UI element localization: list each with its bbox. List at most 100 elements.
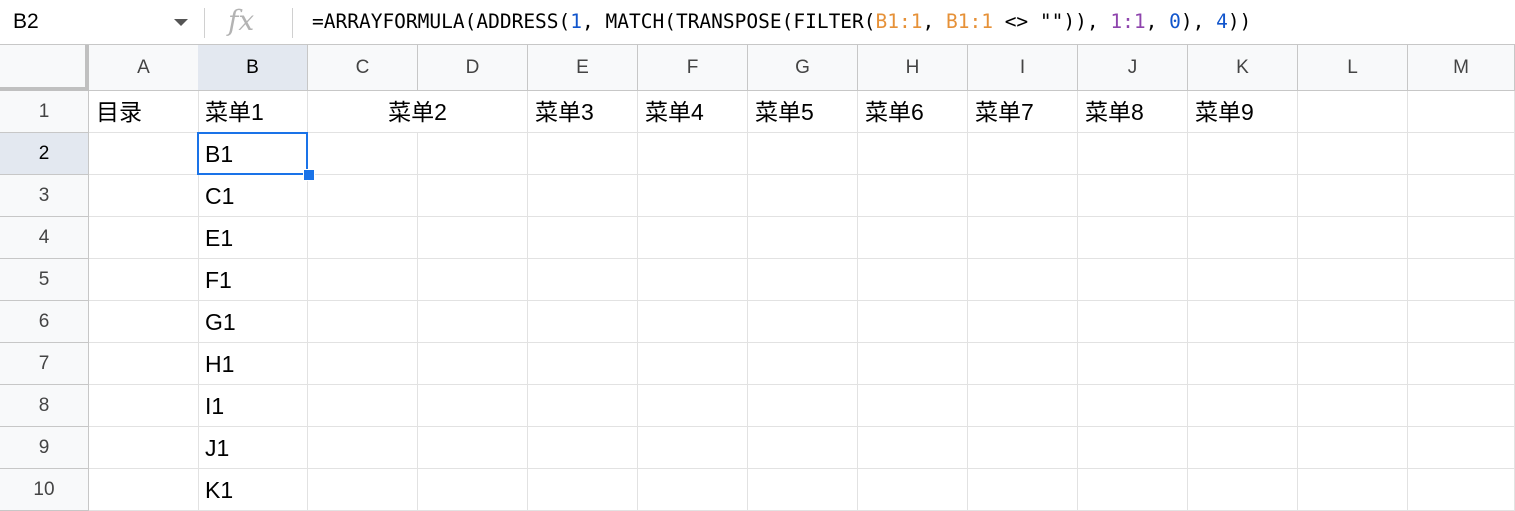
cell-i10[interactable] [968,469,1078,511]
row-header-6[interactable]: 6 [0,301,89,343]
cell-j8[interactable] [1078,385,1188,427]
cell-h8[interactable] [858,385,968,427]
cell-l3[interactable] [1298,175,1408,217]
cell-a5[interactable] [89,259,199,301]
cell-c4[interactable] [308,217,418,259]
cell-f6[interactable] [638,301,748,343]
cell-g5[interactable] [748,259,858,301]
cell-j5[interactable] [1078,259,1188,301]
column-header-f[interactable]: F [638,45,748,91]
cell-k5[interactable] [1188,259,1298,301]
row-header-10[interactable]: 10 [0,469,89,511]
row-header-4[interactable]: 4 [0,217,89,259]
cell-g10[interactable] [748,469,858,511]
cell-f8[interactable] [638,385,748,427]
cell-l5[interactable] [1298,259,1408,301]
cell-c9[interactable] [308,427,418,469]
column-header-a[interactable]: A [89,45,199,91]
column-header-k[interactable]: K [1188,45,1298,91]
cell-a7[interactable] [89,343,199,385]
cell-k10[interactable] [1188,469,1298,511]
cell-i7[interactable] [968,343,1078,385]
cell-i5[interactable] [968,259,1078,301]
cell-e3[interactable] [528,175,638,217]
cell-k4[interactable] [1188,217,1298,259]
cell-b9-text[interactable]: J1 [198,427,308,469]
cell-e2[interactable] [528,133,638,175]
cell-i8[interactable] [968,385,1078,427]
fill-handle[interactable] [303,169,315,181]
cell-f4[interactable] [638,217,748,259]
column-header-d[interactable]: D [418,45,528,91]
row-header-3[interactable]: 3 [0,175,89,217]
row-header-1[interactable]: 1 [0,91,89,133]
cell-i9[interactable] [968,427,1078,469]
cell-d8[interactable] [418,385,528,427]
cell-j9[interactable] [1078,427,1188,469]
cell-d7[interactable] [418,343,528,385]
cell-b8-text[interactable]: I1 [198,385,308,427]
cell-e5[interactable] [528,259,638,301]
row-header-9[interactable]: 9 [0,427,89,469]
cell-c7[interactable] [308,343,418,385]
column-header-j[interactable]: J [1078,45,1188,91]
name-box[interactable]: B2 [0,0,200,44]
cell-c1-merged[interactable]: 菜单2 [308,91,528,133]
cell-j4[interactable] [1078,217,1188,259]
cell-c6[interactable] [308,301,418,343]
cell-i2[interactable] [968,133,1078,175]
cell-l8[interactable] [1298,385,1408,427]
cell-g4[interactable] [748,217,858,259]
cell-e4[interactable] [528,217,638,259]
cell-c5[interactable] [308,259,418,301]
column-header-g[interactable]: G [748,45,858,91]
cell-h4[interactable] [858,217,968,259]
cell-k8[interactable] [1188,385,1298,427]
cell-d9[interactable] [418,427,528,469]
cell-k6[interactable] [1188,301,1298,343]
cell-i4[interactable] [968,217,1078,259]
row-header-7[interactable]: 7 [0,343,89,385]
cell-j2[interactable] [1078,133,1188,175]
cell-d2[interactable] [418,133,528,175]
cell-f2[interactable] [638,133,748,175]
cell-h2[interactable] [858,133,968,175]
cell-a6[interactable] [89,301,199,343]
cell-b3-text[interactable]: C1 [198,175,308,217]
cell-h10[interactable] [858,469,968,511]
cell-a8[interactable] [89,385,199,427]
cell-k1-text[interactable]: 菜单9 [1188,91,1298,133]
cell-g8[interactable] [748,385,858,427]
cell-e10[interactable] [528,469,638,511]
cell-a9[interactable] [89,427,199,469]
cell-d10[interactable] [418,469,528,511]
formula-input[interactable]: =ARRAYFORMULA(ADDRESS(1, MATCH(TRANSPOSE… [312,10,1251,33]
cell-h3[interactable] [858,175,968,217]
column-header-l[interactable]: L [1298,45,1408,91]
cell-l4[interactable] [1298,217,1408,259]
cell-g2[interactable] [748,133,858,175]
cell-h9[interactable] [858,427,968,469]
cell-k9[interactable] [1188,427,1298,469]
cell-m9[interactable] [1408,427,1515,469]
cell-j1-text[interactable]: 菜单8 [1078,91,1188,133]
cell-e6[interactable] [528,301,638,343]
cell-e7[interactable] [528,343,638,385]
cell-e1-text[interactable]: 菜单3 [528,91,638,133]
cell-e9[interactable] [528,427,638,469]
cell-f5[interactable] [638,259,748,301]
cell-b5-text[interactable]: F1 [198,259,308,301]
cell-c2[interactable] [308,133,418,175]
cell-m5[interactable] [1408,259,1515,301]
cell-m7[interactable] [1408,343,1515,385]
cell-i3[interactable] [968,175,1078,217]
cell-a3[interactable] [89,175,199,217]
cell-k2[interactable] [1188,133,1298,175]
cell-d6[interactable] [418,301,528,343]
cell-c10[interactable] [308,469,418,511]
cell-f1-text[interactable]: 菜单4 [638,91,748,133]
cell-l10[interactable] [1298,469,1408,511]
cell-k3[interactable] [1188,175,1298,217]
cell-l7[interactable] [1298,343,1408,385]
cell-e8[interactable] [528,385,638,427]
